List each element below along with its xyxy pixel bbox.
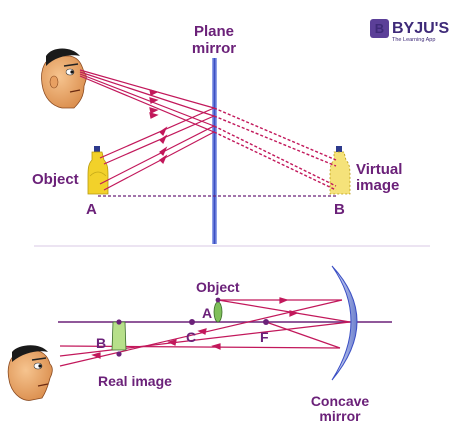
brand-name: BYJU'S [392, 20, 449, 37]
point-b-label-2: B [96, 335, 106, 351]
point-c-dot [189, 319, 195, 325]
point-a-label: A [86, 201, 97, 218]
plane-rays [79, 69, 215, 191]
plane-mirror-label: Plane [194, 23, 234, 40]
logo-badge [370, 19, 389, 38]
concave-rays [59, 297, 351, 367]
object-label-2: Object [196, 279, 240, 295]
face-icon [7, 345, 53, 401]
concave-mirror-label: Concave [311, 393, 370, 409]
point-a-label-2: A [202, 305, 212, 321]
plane-mirror [212, 58, 217, 244]
object-label: Object [32, 171, 79, 188]
point-c-label: C [186, 329, 196, 345]
plane-mirror-diagram: Plane mirror [32, 23, 402, 244]
logo-letter: B [375, 21, 384, 36]
real-image-label: Real image [98, 373, 172, 389]
face-icon [41, 48, 87, 109]
small-object-bottle [213, 297, 223, 323]
real-image-bottle [111, 319, 127, 357]
virtual-image-bottle [329, 146, 351, 195]
point-b-label: B [334, 201, 345, 218]
object-bottle [87, 146, 109, 195]
plane-mirror-label-2: mirror [192, 40, 236, 57]
brand-tagline: The Learning App [392, 37, 435, 43]
concave-mirror [331, 265, 358, 381]
virtual-image-label: Virtual [356, 161, 402, 178]
concave-mirror-diagram: Object A B C F Real image Concave mirror [7, 265, 392, 424]
virtual-rays [213, 107, 337, 191]
virtual-image-label-2: image [356, 177, 399, 194]
point-f-label: F [260, 329, 269, 345]
concave-mirror-label-2: mirror [319, 408, 361, 424]
byjus-logo: B BYJU'S The Learning App [370, 19, 449, 43]
point-f-dot [263, 319, 269, 325]
